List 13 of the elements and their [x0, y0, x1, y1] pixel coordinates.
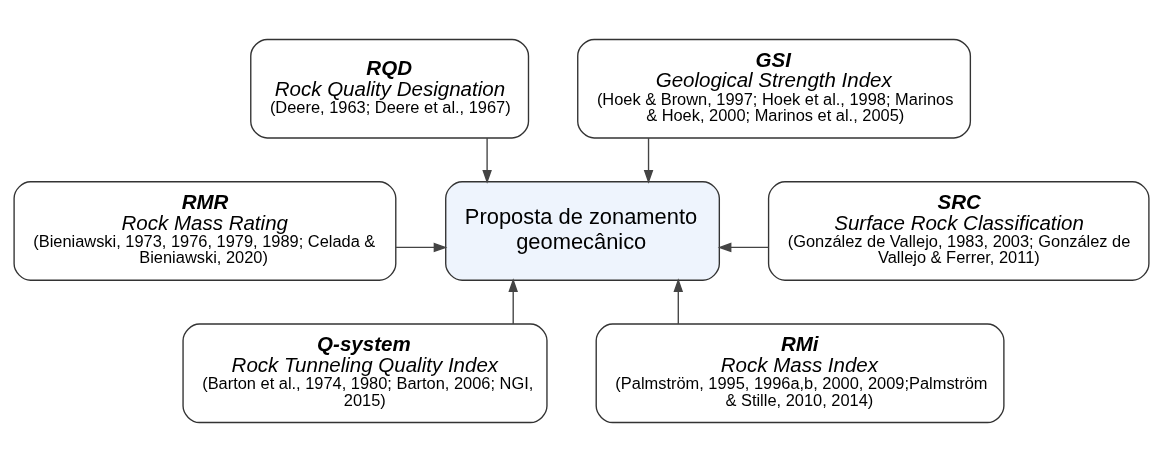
- arrow: [395, 242, 448, 252]
- arrow: [717, 242, 770, 252]
- arrow: [508, 277, 518, 325]
- node-box: RQD Rock Quality Designation (Deere, 1963; Deere et al., 1967): [250, 38, 530, 139]
- node-box: Proposta de zonamento geomecânico: [445, 180, 720, 281]
- arrow: [673, 277, 684, 325]
- node-box: RMi Rock Mass Index (Palmström, 1995, 1996a,b, 2000, 2009;Palmström & Stille, 2010, 2014): [595, 322, 1005, 423]
- arrow: [643, 136, 654, 184]
- node-box: GSI Geological Strength Index (Hoek & Brown, 1997; Hoek et al., 1998; Marinos & Hoek, 2000; Marinos et al., 2005): [577, 38, 972, 139]
- node-box: RMR Rock Mass Rating (Bieniawski, 1973, 1976, 1979, 1989; Celada & Bieniawski, 2020): [13, 180, 397, 281]
- node-box: SRC Surface Rock Classification (González de Vallejo, 1983, 2003; González de Vallejo & Ferrer, 2011): [767, 180, 1150, 281]
- node-box: Q-system Rock Tunneling Quality Index (Barton et al., 1974, 1980; Barton, 2006; NGI, 2015): [182, 322, 548, 423]
- arrow: [482, 136, 492, 184]
